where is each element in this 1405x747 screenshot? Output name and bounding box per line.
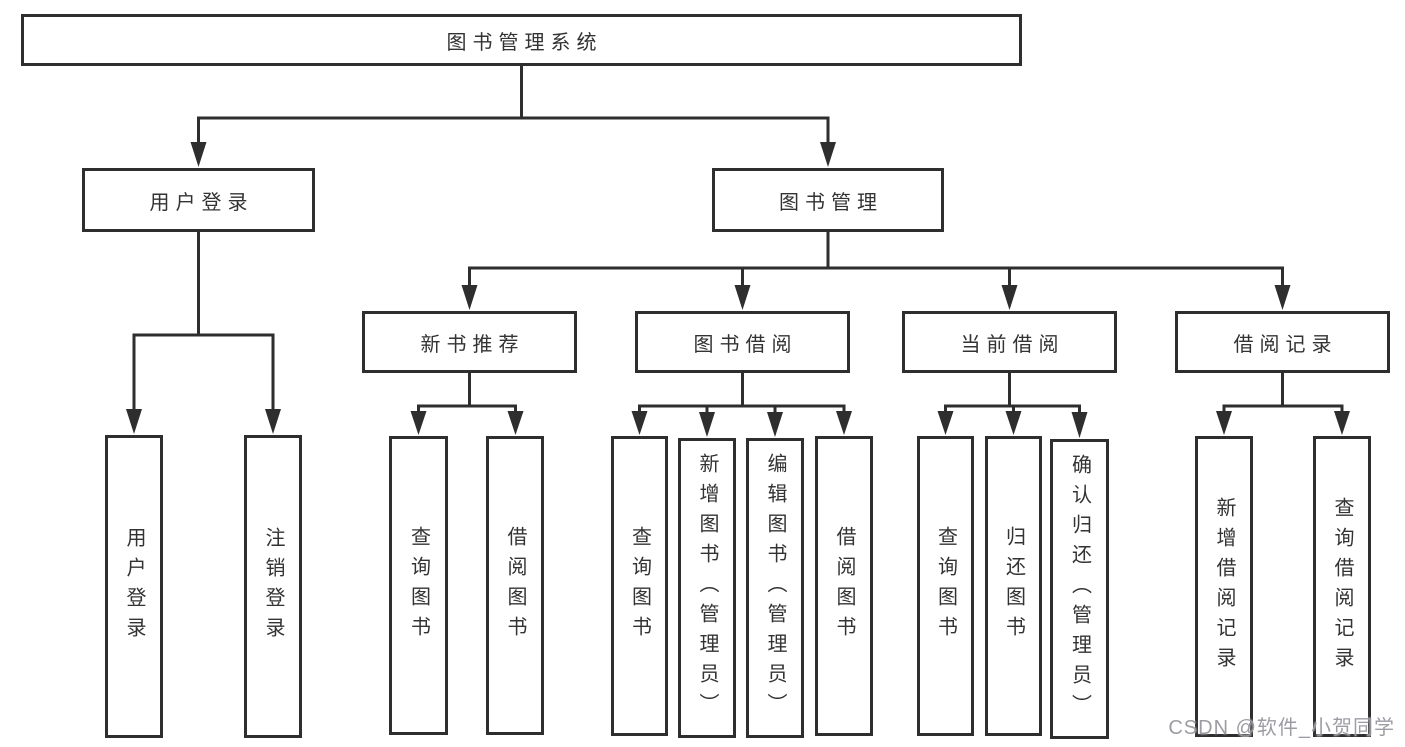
node-label: 图书管理 xyxy=(779,191,883,214)
leaf-logout: 注销登录 xyxy=(244,435,302,738)
leaf-current-confirm-return-admin: 确认归还（管理员） xyxy=(1050,439,1109,739)
node-label: 查询图书 xyxy=(628,526,651,646)
node-label: 注销登录 xyxy=(262,526,284,647)
connector-book-borrow-to-leaves xyxy=(631,371,852,437)
node-book-management: 图书管理 xyxy=(712,168,944,232)
leaf-recommend-borrow-books: 借阅图书 xyxy=(486,436,544,735)
node-current-borrowing: 当前借阅 xyxy=(902,311,1117,373)
connector-borrow-records-to-leaves xyxy=(1216,371,1350,435)
csdn-watermark: CSDN @软件_小贺同学 xyxy=(1168,717,1395,739)
node-label: 归还图书 xyxy=(1002,526,1025,646)
leaf-user-login: 用户登录 xyxy=(105,435,163,738)
node-library-management-system: 图书管理系统 xyxy=(21,14,1022,66)
connector-current-borrow-to-leaves xyxy=(937,371,1088,438)
leaf-recommend-query-books: 查询图书 xyxy=(389,436,448,735)
connector-book-mgmt-to-level3 xyxy=(461,230,1291,310)
node-label: 查询借阅记录 xyxy=(1331,496,1353,677)
node-label: 借阅图书 xyxy=(833,526,855,646)
node-user-login: 用户登录 xyxy=(82,168,315,232)
node-new-book-recommendation: 新书推荐 xyxy=(362,311,577,373)
leaf-current-return-books: 归还图书 xyxy=(985,436,1042,736)
node-label: 用户登录 xyxy=(149,191,254,214)
node-label: 图书借阅 xyxy=(693,333,798,356)
node-label: 查询图书 xyxy=(407,525,430,646)
node-book-borrowing: 图书借阅 xyxy=(635,311,850,373)
leaf-borrow-edit-books-admin: 编辑图书（管理员） xyxy=(746,438,804,738)
node-label: 新增图书（管理员） xyxy=(696,453,718,723)
leaf-records-query-record: 查询借阅记录 xyxy=(1313,436,1371,737)
node-label: 用户登录 xyxy=(123,526,145,647)
node-label: 确认归还（管理员） xyxy=(1068,454,1091,724)
leaf-current-query-books: 查询图书 xyxy=(917,436,974,736)
node-label: 借阅记录 xyxy=(1233,333,1338,356)
node-label: 图书管理系统 xyxy=(446,31,603,54)
connector-user-login-to-leaves xyxy=(126,230,281,434)
node-borrowing-records: 借阅记录 xyxy=(1175,311,1390,373)
node-label: 编辑图书（管理员） xyxy=(764,453,786,723)
node-label: 查询图书 xyxy=(934,526,957,646)
node-label: 当前借阅 xyxy=(960,333,1065,356)
leaf-records-add-record: 新增借阅记录 xyxy=(1195,436,1253,737)
connector-root-to-level2 xyxy=(190,64,836,167)
node-label: 新书推荐 xyxy=(420,333,525,356)
connector-new-book-to-leaves xyxy=(410,371,524,435)
leaf-borrow-borrow-books: 借阅图书 xyxy=(815,436,873,736)
node-label: 新增借阅记录 xyxy=(1213,496,1235,677)
leaf-borrow-add-books-admin: 新增图书（管理员） xyxy=(678,438,736,738)
leaf-borrow-query-books: 查询图书 xyxy=(611,436,668,736)
node-label: 借阅图书 xyxy=(504,525,526,646)
